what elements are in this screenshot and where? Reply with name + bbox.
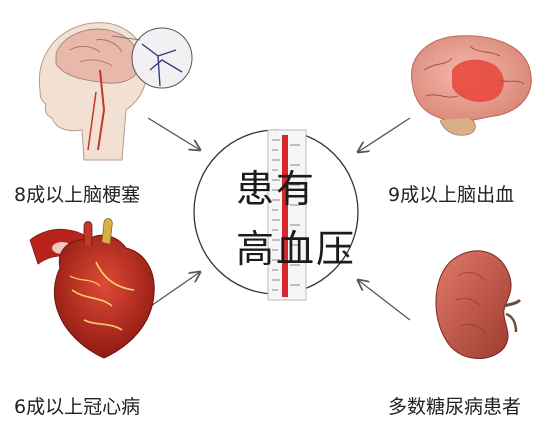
center-title-line2: 高血压 [236,227,357,271]
center-title-line1: 患有 [236,167,317,211]
caption-coronary-heart-disease: 6成以上冠心病 [14,396,141,418]
arrow-top-left [147,117,200,150]
arrow-top-right [358,117,411,152]
arrow-bottom-right [358,280,411,321]
arrows [147,117,411,321]
caption-cerebral-hemorrhage: 9成以上脑出血 [388,184,515,206]
brain-head-icon [38,22,193,161]
arrow-bottom-left [147,272,200,309]
kidney-icon [435,250,522,359]
brain-icon [411,35,532,136]
caption-diabetes-patients: 多数糖尿病患者 [388,396,522,418]
thermometer-icon [267,129,307,301]
heart-icon [29,218,155,359]
caption-cerebral-infarction: 8成以上脑梗塞 [14,184,141,206]
